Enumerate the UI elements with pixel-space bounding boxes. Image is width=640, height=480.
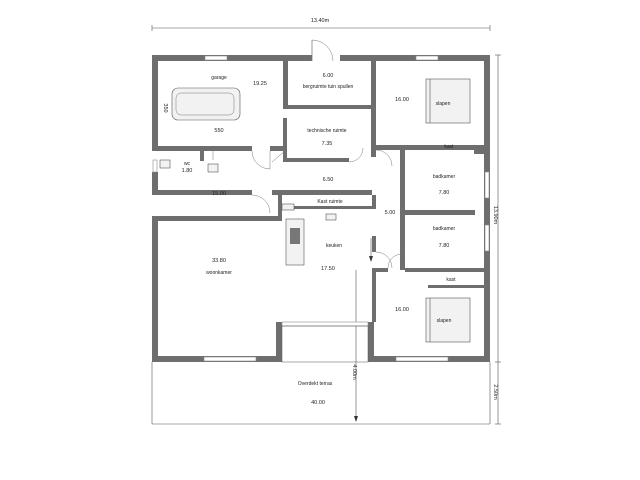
terrace: [151, 325, 491, 425]
room-area-garage: 19.25: [253, 81, 267, 87]
room-area-hall-left: 15.00: [212, 191, 226, 197]
room-area-wc: 1.80: [182, 168, 193, 174]
sink-icon: [207, 163, 219, 173]
room-name-terrace: Overdekt terras: [298, 381, 333, 387]
dim-garage-width: 350: [162, 103, 168, 112]
dim-overall-width: 13.40m: [311, 18, 330, 24]
room-area-bedroom-bottom: 16.00: [395, 307, 409, 313]
doors: [212, 39, 406, 269]
dim-living-depth: 4.00m: [351, 364, 357, 380]
bed-icon: [425, 297, 471, 343]
room-name-bedroom-top: slapen: [436, 101, 451, 107]
dim-overall-depth: 13.90m: [492, 206, 498, 225]
room-name-closet-bottom: kast: [446, 277, 456, 283]
room-name-kitchen: keuken: [326, 243, 342, 249]
room-area-bath-bottom: 7.80: [439, 243, 450, 249]
dim-terrace-depth: 2.50m: [492, 384, 498, 400]
car-icon: [171, 87, 241, 121]
room-name-wc: wc: [184, 161, 191, 167]
room-area-bedroom-top: 16.00: [395, 97, 409, 103]
room-name-technical: technische ruimte: [307, 128, 346, 134]
windows: [152, 55, 490, 362]
room-name-bath-bottom: badkamer: [433, 226, 456, 232]
room-area-terrace: 40.00: [311, 400, 325, 406]
room-name-closet-room: Kast ruimte: [317, 199, 343, 205]
room-area-kitchen: 17.50: [321, 266, 335, 272]
room-name-storage: bergruimte tuin spullen: [303, 84, 354, 90]
room-name-bath-top: badkamer: [433, 174, 456, 180]
room-area-hall-center: 5.00: [385, 210, 396, 216]
room-area-living: 33.80: [212, 258, 226, 264]
room-name-bedroom-bottom: slapen: [437, 318, 452, 324]
room-name-living: woonkamer: [206, 270, 232, 276]
room-area-hall-upper: 6.50: [323, 177, 334, 183]
bed-icon: [425, 78, 471, 124]
room-name-closet-top: kast: [444, 144, 454, 150]
room-area-bath-top: 7.80: [439, 190, 450, 196]
dim-garage-length: 550: [214, 128, 223, 134]
dimension-lines: [151, 25, 501, 425]
room-name-garage: garage: [211, 75, 227, 81]
room-area-technical: 7.35: [322, 141, 333, 147]
toilet-icon: [159, 159, 171, 169]
room-area-storage: 6.00: [323, 73, 334, 79]
fixtures: [159, 78, 471, 343]
